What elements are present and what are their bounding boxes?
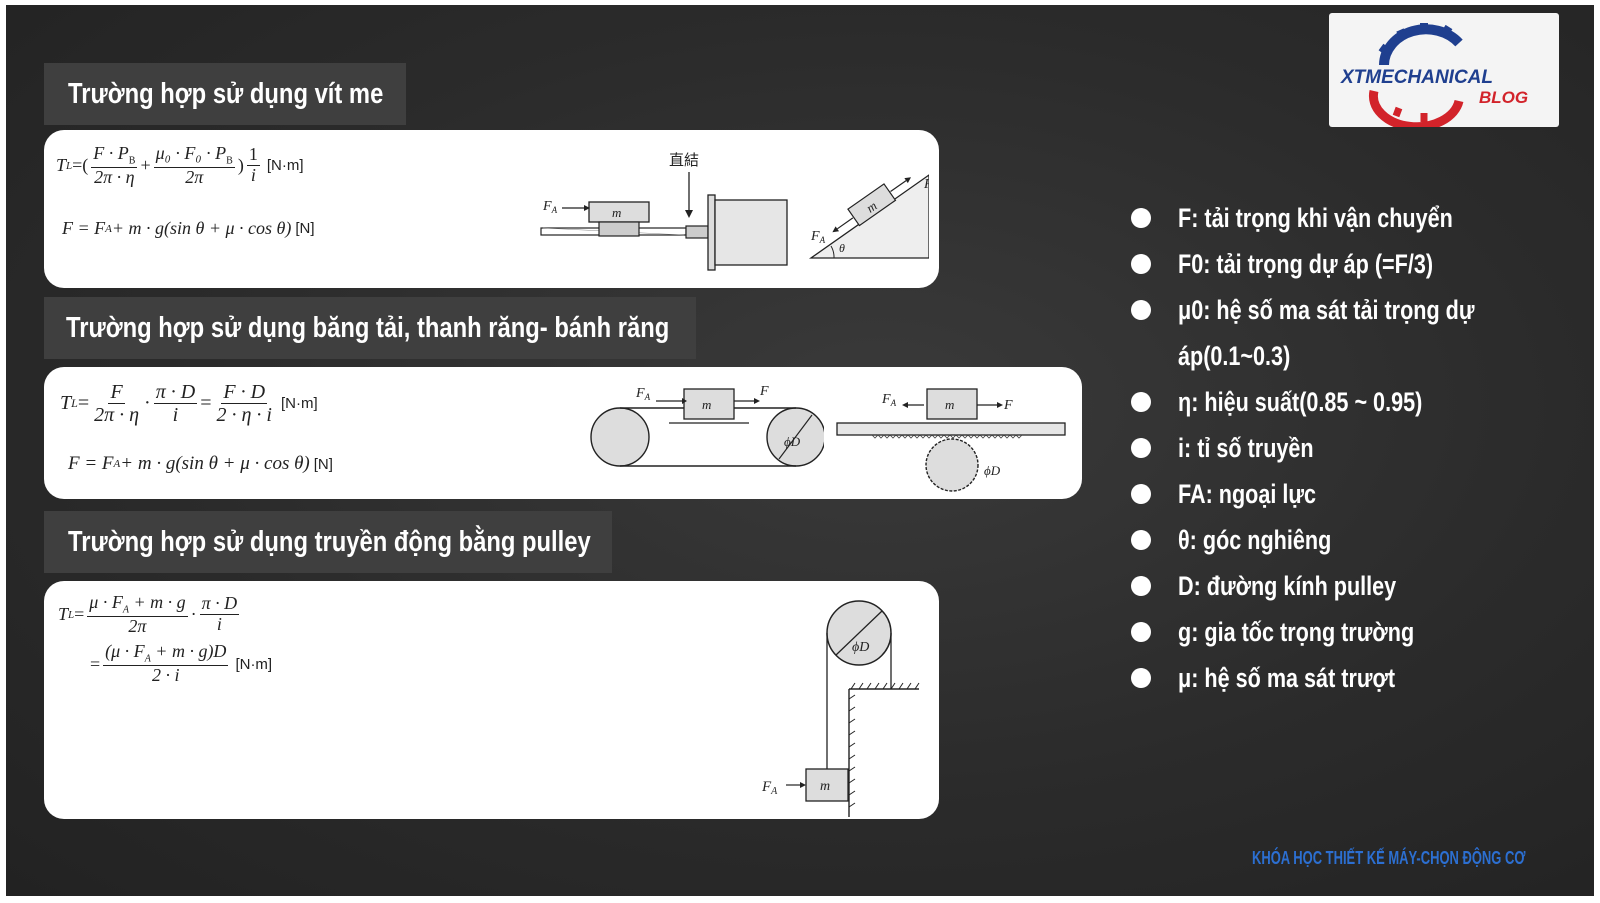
svg-text:BLOG: BLOG [1479,88,1528,107]
direct-coupling-label: 直結 [669,152,699,169]
mass-block-rack [926,388,978,420]
symbol-legend: F: tải trọng khi vận chuyển F0: tải trọn… [1131,195,1551,701]
legend-item: η: hiệu suất(0.85 ~ 0.95) [1131,379,1551,425]
phid-label-conveyor: ϕD [784,434,801,449]
legend-item: F0: tải trọng dự áp (=F/3) [1131,241,1551,287]
f-label-conveyor: F [759,384,769,399]
mass-block-incline [847,183,897,227]
section-heading-pulley: Trường hợp sử dụng truyền động bằng pull… [44,511,612,573]
lead-screw-diagram: 直結 m FA m F FA [540,152,929,271]
phid-label-pulley: ϕD [852,640,869,655]
mass-label-1: m [612,205,621,220]
legend-item: FA: ngoại lực [1131,471,1551,517]
gear-icon: XTMECHANICAL BLOG [1340,23,1528,127]
mass-block-pulley [805,768,849,802]
section-heading-conveyor: Trường hợp sử dụng băng tải, thanh răng-… [44,297,696,359]
fa-label-incline: FA [810,229,826,245]
conveyor-diagram: ϕD m FA F [590,384,824,467]
rack-pinion-diagram: ϕD m FA F [836,388,1066,492]
mass-block-conveyor [683,388,735,420]
fa-label-1: FA [542,199,558,215]
xtmechanical-logo: XTMECHANICAL BLOG [1329,13,1559,127]
theta-label: θ [839,241,845,255]
pulley-diagram: ϕD m FA [761,600,920,817]
legend-item: F: tải trọng khi vận chuyển [1131,195,1551,241]
svg-text:XTMECHANICAL: XTMECHANICAL [1340,67,1493,88]
legend-item: μ0: hệ số ma sát tải trọng dự áp(0.1~0.3… [1131,287,1551,379]
motor-body-1 [714,199,788,266]
section-heading-lead-screw: Trường hợp sử dụng vít me [44,63,406,125]
mass-label-rack: m [945,397,954,412]
legend-item: θ: góc nghiêng [1131,517,1551,563]
fa-label-conveyor: FA [635,386,651,402]
mass-label-pulley: m [820,779,830,794]
phid-label-rack: ϕD [984,463,1001,478]
footer-course-title: KHÓA HỌC THIẾT KẾ MÁY-CHỌN ĐỘNG CƠ [1252,848,1526,868]
fa-label-rack: FA [881,392,897,408]
f-label-rack: F [1003,398,1013,413]
legend-item: i: tỉ số truyền [1131,425,1551,471]
legend-item: g: gia tốc trọng trường [1131,609,1551,655]
f-label-incline: F [923,177,929,192]
fa-label-pulley: FA [761,779,778,797]
mass-label-conveyor: m [702,397,711,412]
legend-item: D: đường kính pulley [1131,563,1551,609]
legend-item: μ: hệ số ma sát trượt [1131,655,1551,701]
